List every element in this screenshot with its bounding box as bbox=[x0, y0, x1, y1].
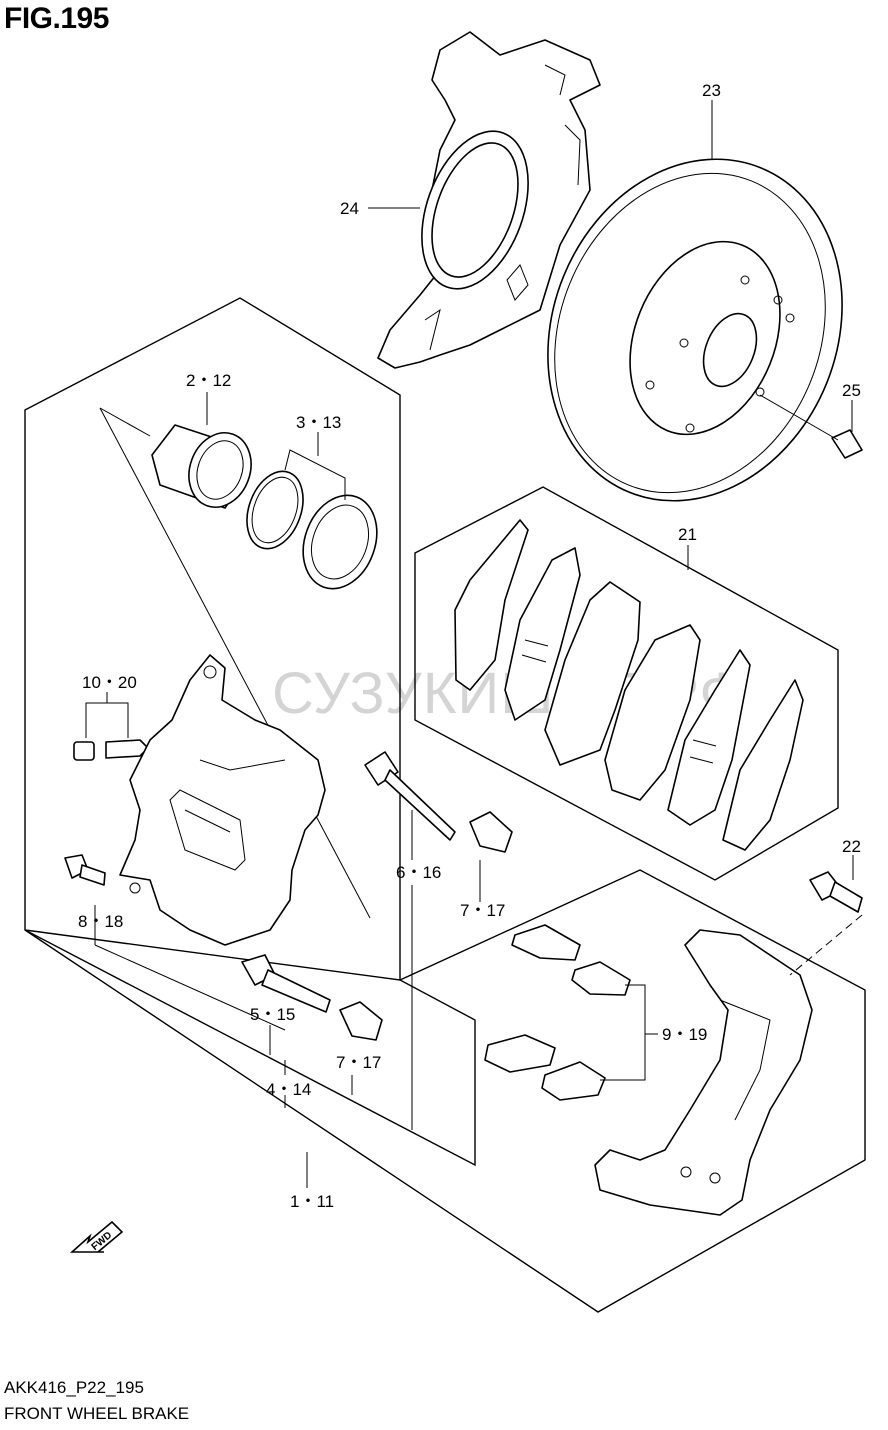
bleeder-plug bbox=[73, 739, 165, 761]
callout-9-19: 9・19 bbox=[662, 1025, 707, 1044]
disc-screw bbox=[759, 394, 863, 459]
callout-10-20: 10・20 bbox=[82, 673, 137, 692]
caliper-body bbox=[119, 654, 326, 946]
pad-clips bbox=[484, 924, 631, 1101]
pad-set-frame bbox=[414, 486, 839, 881]
callout-21: 21 bbox=[678, 525, 697, 544]
dust-shield bbox=[377, 31, 601, 369]
callout-6-16: 6・16 bbox=[396, 863, 441, 882]
callout-25: 25 bbox=[842, 381, 861, 400]
brake-pad-set bbox=[454, 519, 804, 851]
callout-8-18: 8・18 bbox=[78, 912, 123, 931]
callout-23: 23 bbox=[702, 81, 721, 100]
caliper-overall-frame bbox=[24, 869, 866, 1313]
callout-5-15: 5・15 bbox=[250, 1005, 295, 1024]
guide-pin-lower bbox=[241, 954, 331, 1013]
diagram-code: AKK416_P22_195 bbox=[4, 1378, 144, 1397]
caliper-bolt bbox=[64, 854, 106, 886]
callout-22: 22 bbox=[842, 837, 861, 856]
caliper-assembly-frame bbox=[24, 297, 476, 1167]
callout-2-12: 2・12 bbox=[186, 371, 231, 390]
guide-pin-boot-lower bbox=[339, 1001, 383, 1041]
callout-4-14: 4・14 bbox=[266, 1080, 311, 1099]
callout-1-11: 1・11 bbox=[290, 1192, 334, 1211]
figure-title: FIG.195 bbox=[4, 2, 109, 35]
caliper-carrier bbox=[594, 929, 813, 1216]
brake-disc bbox=[547, 158, 843, 502]
guide-pin-boot-upper bbox=[469, 811, 513, 853]
callout-7-17-upper: 7・17 bbox=[460, 901, 505, 920]
callout-7-17-lower: 7・17 bbox=[336, 1053, 381, 1072]
diagram-caption: FRONT WHEEL BRAKE bbox=[4, 1404, 190, 1423]
forward-arrow-icon: FWD bbox=[69, 1220, 124, 1253]
caliper-piston bbox=[151, 424, 252, 509]
carrier-bolt bbox=[809, 871, 863, 913]
piston-frame-lines bbox=[99, 407, 371, 919]
callout-24: 24 bbox=[340, 199, 359, 218]
callout-3-13: 3・13 bbox=[296, 413, 341, 432]
piston-seals bbox=[246, 470, 378, 590]
guide-pin-upper bbox=[364, 751, 456, 841]
